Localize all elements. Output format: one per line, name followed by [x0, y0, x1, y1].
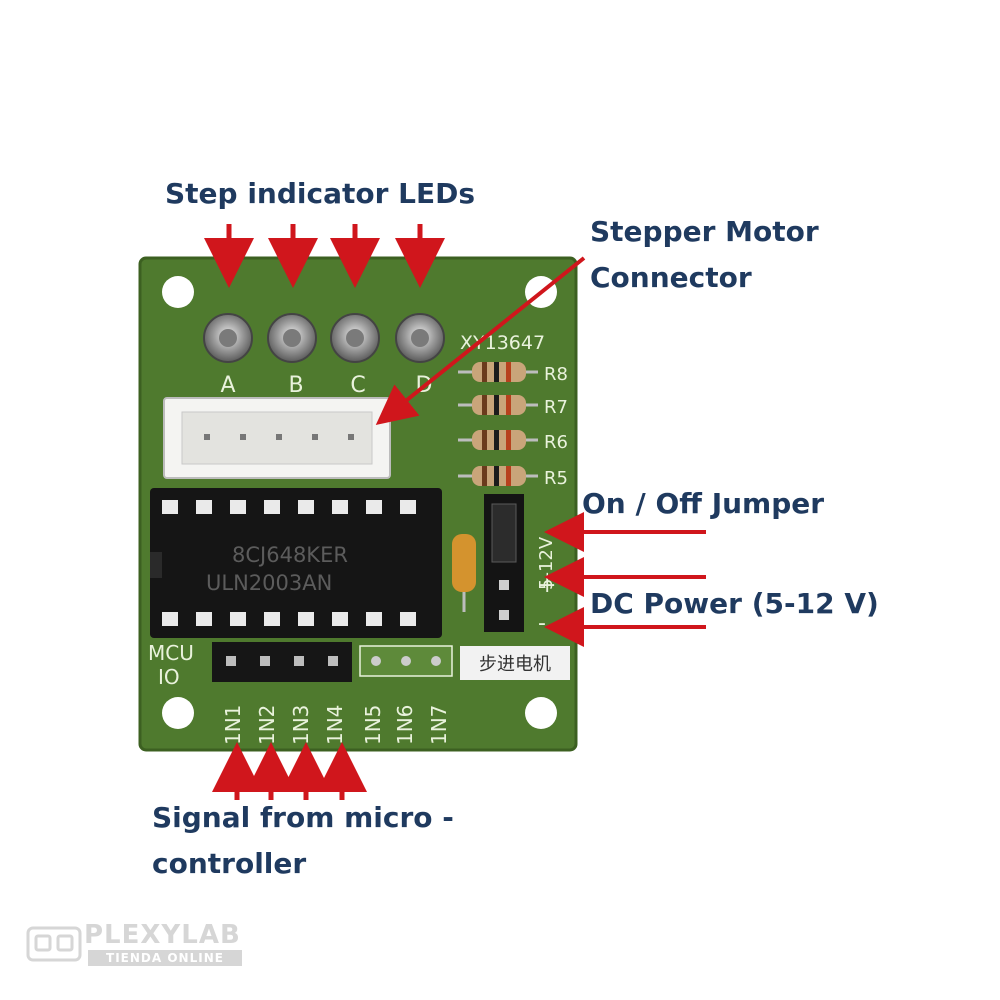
- pin-label-in5: 1N5: [361, 705, 385, 745]
- pin-label-in4: 1N4: [323, 705, 347, 745]
- resistor-r8: [458, 362, 538, 382]
- resistor-label-r6: R6: [544, 432, 568, 453]
- led-label-b: B: [288, 373, 303, 398]
- led-a: [203, 313, 253, 363]
- mounting-hole-tl: [162, 276, 194, 308]
- pin-label-in2: 1N2: [255, 705, 279, 745]
- callout-motor-connector-line2: Connector: [590, 261, 752, 294]
- callout-signal-line2: controller: [152, 847, 307, 880]
- watermark-logo-icon: [26, 926, 82, 962]
- unused-pin-pads: [359, 645, 453, 677]
- callout-step-leds: Step indicator LEDs: [165, 177, 476, 210]
- pin-label-in1: 1N1: [221, 705, 245, 745]
- callout-dc-power: DC Power (5-12 V): [590, 587, 879, 620]
- pin-label-in3: 1N3: [289, 705, 313, 745]
- signal-pin-header: [212, 642, 352, 682]
- led-label-c: C: [350, 373, 365, 398]
- io-label: IO: [158, 665, 180, 689]
- arrow-motor-connector: [375, 256, 586, 426]
- mcu-label: MCU: [148, 641, 194, 665]
- led-label-a: A: [220, 373, 235, 398]
- pin-label-in6: 1N6: [393, 705, 417, 745]
- pin-label-in7: 1N7: [427, 705, 451, 745]
- resistor-r7: [458, 395, 538, 415]
- watermark-brand: PLEXYLAB: [84, 920, 241, 950]
- mounting-hole-bl: [162, 697, 194, 729]
- watermark-subtitle: TIENDA ONLINE: [88, 950, 242, 966]
- chinese-label: 步进电机: [479, 654, 551, 675]
- minus-sign: -: [538, 611, 546, 636]
- callout-jumper: On / Off Jumper: [582, 487, 825, 520]
- led-d: [395, 313, 445, 363]
- led-c: [330, 313, 380, 363]
- power-jumper-header: [484, 494, 524, 632]
- callout-motor-connector-line1: Stepper Motor: [590, 215, 819, 248]
- resistor-label-r7: R7: [544, 397, 568, 418]
- stepper-motor-connector: [163, 397, 391, 479]
- led-b: [267, 313, 317, 363]
- pcb-code: XY13647: [460, 332, 545, 354]
- chinese-label-box: [460, 646, 570, 680]
- resistor-r5: [458, 466, 538, 486]
- resistor-label-r8: R8: [544, 364, 568, 385]
- mounting-hole-br: [525, 697, 557, 729]
- chip-marking-line1: 8CJ648KER: [232, 543, 348, 567]
- capacitor: [452, 534, 476, 612]
- resistor-r6: [458, 430, 538, 450]
- resistor-label-r5: R5: [544, 468, 568, 489]
- callout-signal-line1: Signal from micro -: [152, 801, 454, 834]
- uln2003-chip: [150, 488, 442, 638]
- chip-marking-line2: ULN2003AN: [206, 571, 332, 595]
